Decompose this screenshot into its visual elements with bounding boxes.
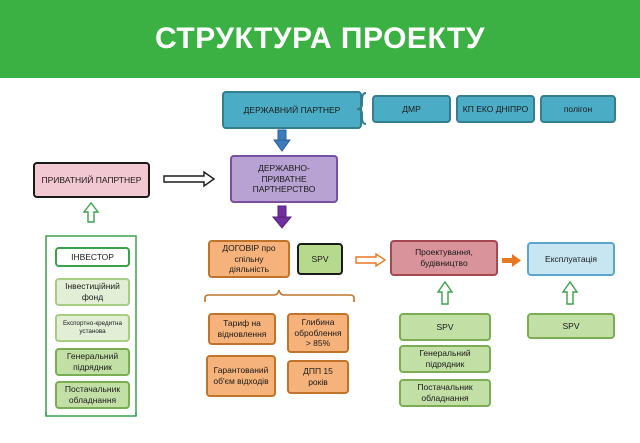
private-to-ppp-arrow (163, 170, 216, 188)
page-title: СТРУКТУРА ПРОЕКТУ (154, 22, 485, 55)
investor-up-arrow (82, 201, 100, 223)
state-member-dmr: ДМР (372, 95, 451, 123)
state-partner-box: ДЕРЖАВНИЙ ПАРТНЕР (222, 91, 362, 129)
ppp-box: ДЕРЖАВНО-ПРИВАТНЕ ПАРТНЕРСТВО (230, 155, 338, 203)
operation-sub-spv: SPV (527, 313, 615, 339)
terms-brace (204, 289, 355, 302)
design-sub-spv: SPV (399, 313, 491, 341)
design-sub-contractor: Генеральний підрядник (399, 345, 491, 373)
state-member-kp-eko: КП ЕКО ДНІПРО (456, 95, 535, 123)
operation-box: Експлуатація (527, 242, 615, 276)
investor-item-eca: Експортно-кредитна установа (55, 314, 130, 342)
agreement-box: ДОГОВІР про спільну діяльність (208, 240, 290, 278)
term-volume: Гарантований об'єм відходів (206, 355, 276, 397)
investor-item-fund: Інвестиційний фонд (55, 278, 130, 306)
agreement-to-design-arrow (355, 252, 387, 268)
term-depth: Глибина оброблення > 85% (287, 313, 349, 353)
state-members-brace (356, 92, 367, 125)
blue-down-arrow (273, 129, 291, 152)
title-banner: СТРУКТУРА ПРОЕКТУ (0, 0, 640, 78)
design-up-arrow (436, 280, 454, 305)
investor-item-contractor: Генеральний підрядник (55, 348, 130, 376)
operation-up-arrow (561, 280, 579, 305)
term-ppp-15: ДПП 15 років (287, 360, 349, 394)
state-member-landfill: полігон (540, 95, 616, 123)
investor-item-supplier: Постачальник обладнання (55, 381, 130, 409)
investor-brace-top (45, 235, 137, 240)
spv-box: SPV (297, 243, 343, 275)
investor-brace-bottom (45, 412, 137, 417)
term-tariff: Тариф на відновлення (208, 313, 276, 345)
design-build-box: Проектування, будівництво (390, 240, 498, 276)
design-to-operation-arrow (502, 254, 521, 267)
private-partner-box: ПРИВАТНИЙ ПАПРТНЕР (33, 162, 150, 198)
design-sub-supplier: Постачальник обладнання (399, 379, 491, 407)
purple-down-arrow (271, 205, 293, 229)
investor-header: ІНВЕСТОР (55, 247, 130, 267)
